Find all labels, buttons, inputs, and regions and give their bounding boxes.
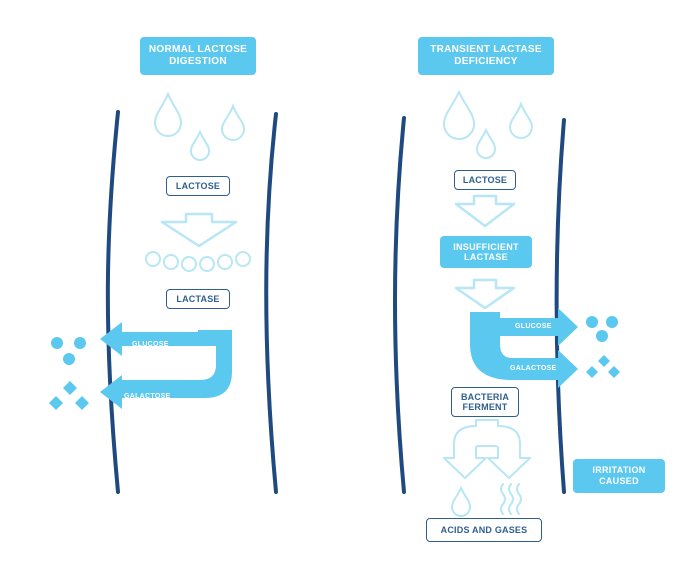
- molecule-circle: [217, 254, 233, 270]
- right-acids-gases-label: ACIDS AND GASES: [426, 518, 542, 542]
- molecule-circle: [199, 256, 215, 272]
- glucose-dot: [606, 316, 618, 328]
- left-lactose-label: LACTOSE: [166, 176, 230, 196]
- left-glucose-dots: [51, 337, 86, 365]
- galactose-diamond: [586, 366, 598, 378]
- droplet-icon: [153, 91, 183, 137]
- molecule-circle: [145, 251, 161, 267]
- right-lactose-label: LACTOSE: [454, 170, 516, 190]
- right-down-arrow-2-icon: [454, 278, 516, 310]
- droplet-icon: [442, 89, 476, 140]
- glucose-dot: [586, 316, 598, 328]
- left-intestine-wall-right: [264, 112, 278, 494]
- right-split-arrow-icon: [470, 308, 578, 388]
- right-bacteria-ferment-label: BACTERIA FERMENT: [451, 387, 519, 417]
- right-irritation-label: IRRITATION CAUSED: [573, 459, 665, 493]
- right-glucose-arrow-label: GLUCOSE: [515, 323, 552, 330]
- droplet-icon: [189, 129, 211, 161]
- droplet-icon: [220, 103, 246, 141]
- right-down-arrow-1-icon: [454, 194, 516, 228]
- left-lactose-drops: [153, 91, 246, 161]
- left-glucose-arrow-label: GLUCOSE: [132, 341, 169, 348]
- left-panel-title: NORMAL LACTOSE DIGESTION: [140, 37, 256, 75]
- acid-droplet-icon: [450, 485, 472, 517]
- droplet-icon: [508, 101, 534, 139]
- lactose-molecule-chain: [145, 251, 251, 272]
- fork-arrow-icon: [443, 419, 531, 479]
- right-lactose-drops: [442, 89, 534, 159]
- left-galactose-diamonds: [49, 381, 89, 410]
- galactose-diamond: [63, 381, 77, 395]
- droplet-icon: [475, 127, 497, 159]
- gas-squiggle-icon: [500, 483, 522, 515]
- right-galactose-diamonds: [586, 355, 620, 378]
- molecule-circle: [235, 251, 251, 267]
- right-intestine-wall-right: [554, 118, 566, 494]
- left-galactose-arrow-label: GALACTOSE: [124, 393, 171, 400]
- glucose-dot: [63, 353, 75, 365]
- glucose-dot: [74, 337, 86, 349]
- galactose-diamond: [598, 355, 610, 367]
- left-lactase-label: LACTASE: [166, 289, 230, 309]
- left-split-arrow-icon: [100, 322, 232, 409]
- glucose-dot: [51, 337, 63, 349]
- glucose-dot: [596, 330, 608, 342]
- right-intestine-wall-left: [393, 116, 406, 494]
- left-intestine-wall-left: [105, 110, 120, 494]
- left-down-arrow-icon: [160, 212, 238, 248]
- galactose-diamond: [608, 366, 620, 378]
- molecule-circle: [181, 256, 197, 272]
- right-galactose-arrow-label: GALACTOSE: [510, 365, 557, 372]
- right-glucose-dots: [586, 316, 618, 342]
- galactose-diamond: [75, 396, 89, 410]
- right-insufficient-lactase-label: INSUFFICIENT LACTASE: [440, 236, 532, 268]
- right-panel-title: TRANSIENT LACTASE DEFICIENCY: [418, 37, 554, 75]
- galactose-diamond: [49, 396, 63, 410]
- molecule-circle: [163, 254, 179, 270]
